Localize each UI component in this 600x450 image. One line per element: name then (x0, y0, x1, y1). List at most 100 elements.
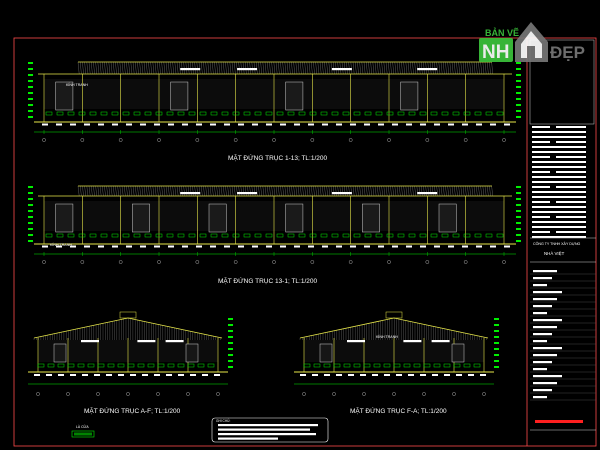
title-block-text (532, 126, 550, 128)
window-mark (474, 233, 482, 238)
title-block-text (532, 136, 556, 138)
roof-hatch (440, 185, 443, 197)
level-label (112, 123, 118, 126)
roof-hatch (218, 185, 221, 197)
roof-hatch (251, 185, 254, 197)
roof-hatch (216, 185, 218, 197)
axis-bubble (425, 138, 430, 142)
level-label (126, 245, 132, 248)
axis-bubble (42, 138, 46, 142)
roof-hatch (416, 185, 419, 197)
roof-hatch (291, 61, 293, 75)
level-label (372, 374, 378, 376)
window-mark (320, 233, 328, 238)
window-mark (419, 111, 427, 116)
window-mark (313, 363, 321, 368)
window-mark (144, 233, 152, 238)
level-marker (494, 318, 499, 320)
roof-hatch (91, 185, 93, 197)
level-label (420, 374, 426, 376)
roof-hatch (487, 61, 489, 75)
roof-hatch (355, 61, 357, 75)
roof-hatch (315, 185, 317, 197)
level-marker (28, 104, 33, 106)
roof-hatch (473, 61, 476, 75)
level-marker (28, 110, 33, 112)
roof-hatch (179, 185, 181, 197)
level-marker (516, 210, 521, 212)
level-label (490, 245, 496, 248)
level-marker (28, 92, 33, 94)
roof-hatch (86, 185, 89, 197)
level-marker (516, 116, 521, 118)
title-block-text (556, 236, 586, 238)
window-mark (37, 363, 45, 368)
window-mark (111, 111, 119, 116)
level-label (238, 123, 244, 126)
roof-hatch (205, 61, 207, 75)
axis-bubble (80, 138, 85, 142)
title-block-text (532, 191, 562, 193)
axis-bubble (387, 138, 391, 142)
roof-hatch (253, 185, 256, 197)
roof-hatch (264, 185, 267, 197)
wall-label (237, 192, 258, 195)
level-label (210, 245, 216, 248)
roof-hatch (381, 61, 383, 75)
roof-hatch (236, 185, 238, 197)
roof-hatch (172, 185, 174, 197)
level-label (280, 123, 286, 126)
level-label (392, 123, 398, 126)
level-marker (28, 192, 33, 194)
level-marker (28, 198, 33, 200)
roof-hatch (196, 185, 199, 197)
roof-hatch (414, 185, 416, 197)
level-marker (516, 68, 521, 70)
roof-hatch (93, 61, 95, 75)
title-block-text (556, 131, 586, 133)
level-label (182, 123, 188, 126)
level-label (384, 374, 390, 376)
roof-hatch (260, 185, 262, 197)
window-mark (397, 233, 405, 238)
title-block-text (533, 326, 557, 329)
roof-hatch (170, 185, 172, 197)
level-label (322, 123, 328, 126)
roof-hatch (86, 61, 89, 75)
roof-hatch (275, 185, 278, 197)
roof-hatch (357, 61, 359, 75)
window-mark (276, 233, 284, 238)
axis-bubble (362, 392, 366, 396)
roof-hatch (436, 185, 438, 197)
window-mark (309, 111, 317, 116)
level-marker (28, 222, 33, 224)
level-marker (516, 92, 521, 94)
roof-hatch (95, 185, 97, 197)
door-opening (438, 203, 457, 233)
roof-hatch (223, 185, 225, 197)
window-mark (397, 111, 405, 116)
roof-hatch (225, 61, 227, 75)
roof-hatch (491, 185, 493, 197)
level-label (98, 123, 104, 126)
door-opening (285, 81, 304, 111)
company-name-line-1: CÔNG TY TNHH XÂY DỰNG (533, 241, 581, 246)
level-marker (516, 74, 521, 76)
roof-hatch (126, 185, 128, 197)
window-mark (199, 111, 207, 116)
roof-hatch (328, 185, 331, 197)
axis-bubble (310, 138, 315, 142)
roof-hatch (462, 61, 465, 75)
window-mark (188, 233, 196, 238)
level-label (70, 245, 76, 248)
level-marker (228, 324, 233, 326)
roof-hatch (284, 185, 287, 197)
wall-label (347, 340, 365, 343)
roof-hatch (165, 61, 168, 75)
axis-bubble (36, 392, 40, 396)
window-mark (89, 111, 97, 116)
title-block-text (532, 221, 562, 223)
window-mark (100, 233, 108, 238)
roof-hatch (319, 61, 322, 75)
title-block-text (532, 156, 550, 158)
